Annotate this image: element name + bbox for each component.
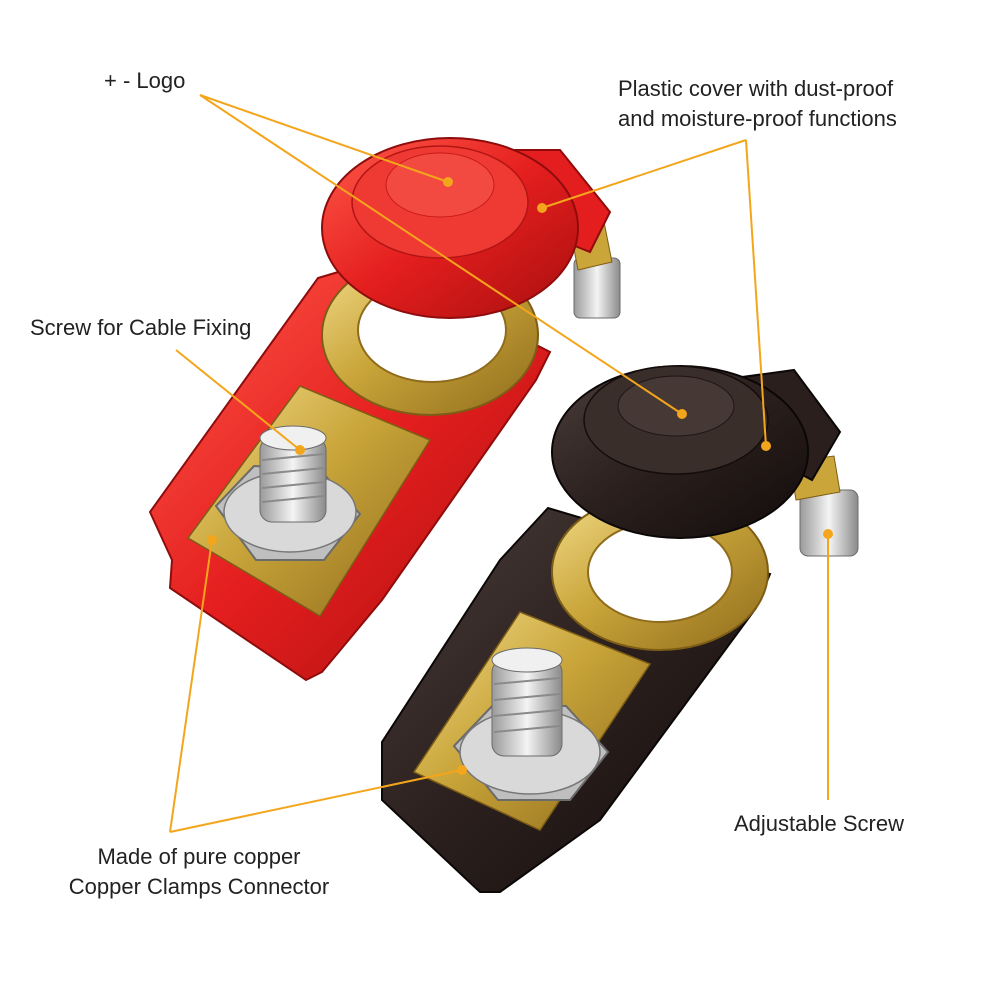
callouts: [169, 94, 829, 833]
plastic-cover-label: Plastic cover with dust-proof and moistu…: [618, 74, 897, 134]
plastic-cover-label-line1: Plastic cover with dust-proof: [618, 76, 894, 101]
callout-dot-copper-red: [207, 535, 217, 545]
black-bolt: [452, 647, 610, 801]
copper-label-line2: Copper Clamps Connector: [68, 874, 330, 899]
callout-dot-screw: [295, 445, 305, 455]
callout-copper-line-red: [169, 539, 213, 833]
callout-dot-logo-black: [677, 409, 687, 419]
plastic-cover-label-line2: and moisture-proof functions: [618, 106, 897, 131]
red-bolt: [214, 425, 362, 561]
callout-logo-line-red: [199, 94, 449, 183]
screw-cable-fixing-label: Screw for Cable Fixing: [30, 315, 252, 340]
callout-screw-line: [175, 349, 301, 451]
black-terminal: [381, 365, 859, 893]
callout-dots: [207, 177, 833, 775]
callout-dot-adjust: [823, 529, 833, 539]
copper-label: Made of pure copper Copper Clamps Connec…: [44, 842, 354, 902]
callout-copper-line-black: [169, 769, 463, 833]
copper-label-line1: Made of pure copper: [97, 844, 301, 869]
callout-logo-line-black: [199, 94, 683, 415]
callout-cover-line-red: [541, 139, 747, 209]
callout-cover-line-black: [745, 139, 767, 447]
callout-dot-copper-black: [457, 765, 467, 775]
adjustable-screw-label: Adjustable Screw: [734, 811, 904, 836]
callout-dot-logo-red: [443, 177, 453, 187]
callout-dot-cover-black: [761, 441, 771, 451]
callout-dot-cover-red: [537, 203, 547, 213]
red-terminal: [148, 137, 621, 682]
logo-label: + - Logo: [104, 68, 186, 93]
